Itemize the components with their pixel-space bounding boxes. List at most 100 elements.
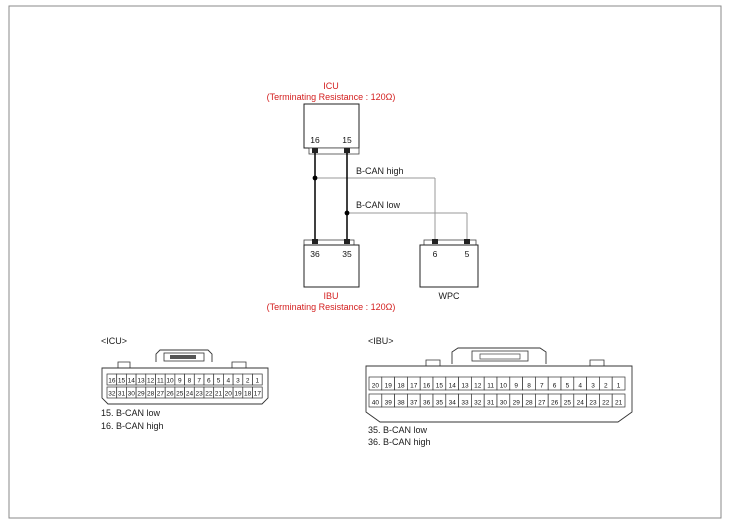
ibu-connector-pin-number-28: 28 [525, 400, 533, 407]
icu-connector-pin-number-17: 17 [254, 391, 262, 398]
splice-can-high [312, 175, 318, 181]
ibu-connector-pin-number-1: 1 [617, 383, 621, 390]
ibu-pin-36-terminal [312, 239, 318, 244]
ibu-connector-pin-number-11: 11 [487, 383, 494, 390]
ibu-connector-pin-number-29: 29 [513, 400, 521, 407]
ibu-connector-pin-number-24: 24 [577, 400, 585, 407]
icu-connector-pin-number-30: 30 [128, 391, 136, 398]
ibu-legend-line-2: 36. B-CAN high [368, 437, 431, 447]
icu-pin-15-label: 15 [342, 135, 352, 145]
icu-connector-pin-number-28: 28 [147, 391, 155, 398]
icu-connector-pin-number-19: 19 [234, 391, 242, 398]
ibu-legend-line-1: 35. B-CAN low [368, 425, 428, 435]
ibu-connector-pin-number-26: 26 [551, 400, 559, 407]
ibu-connector-pin-number-34: 34 [449, 400, 457, 407]
icu-connector-pin-number-15: 15 [118, 378, 126, 385]
ibu-connector-pin-number-27: 27 [538, 400, 546, 407]
ibu-connector-pin-number-18: 18 [397, 383, 405, 390]
icu-connector-pin-number-31: 31 [118, 391, 126, 398]
ibu-connector-pin-number-38: 38 [397, 400, 405, 407]
ibu-connector-pin-number-6: 6 [553, 383, 557, 390]
icu-connector-pin-number-7: 7 [197, 378, 201, 385]
wire-label-can-low: B-CAN low [356, 200, 401, 210]
icu-pin-16-label: 16 [310, 135, 320, 145]
icu-connector-pin-number-32: 32 [108, 391, 116, 398]
icu-connector-pin-number-6: 6 [207, 378, 211, 385]
icu-connector-pin-number-13: 13 [137, 378, 145, 385]
ibu-connector-pin-number-22: 22 [602, 400, 610, 407]
icu-connector-pin-number-14: 14 [128, 378, 136, 385]
ibu-connector-pin-number-4: 4 [578, 383, 582, 390]
ibu-connector-pin-number-23: 23 [589, 400, 597, 407]
icu-connector-pin-number-20: 20 [225, 391, 233, 398]
ibu-connector-pin-number-25: 25 [564, 400, 572, 407]
ibu-connector-pin-number-12: 12 [474, 383, 482, 390]
icu-connector-pin-number-4: 4 [226, 378, 230, 385]
icu-connector-pin-number-1: 1 [256, 378, 260, 385]
icu-legend-line-2: 16. B-CAN high [101, 421, 164, 431]
icu-pin-15-terminal [344, 148, 350, 153]
wire-label-can-high: B-CAN high [356, 166, 404, 176]
icu-connector-pin-number-2: 2 [246, 378, 250, 385]
ibu-connector-pin-number-36: 36 [423, 400, 431, 407]
ibu-connector-pin-number-10: 10 [500, 383, 508, 390]
ibu-pin-35-label: 35 [342, 249, 352, 259]
ibu-connector-pin-number-17: 17 [410, 383, 418, 390]
wpc-pin-5-label: 5 [465, 249, 470, 259]
ibu-connector-pin-number-15: 15 [436, 383, 444, 390]
icu-connector-pin-number-22: 22 [205, 391, 213, 398]
ibu-connector-pin-number-39: 39 [385, 400, 393, 407]
icu-connector-pin-number-5: 5 [217, 378, 221, 385]
icu-module-title: ICU [323, 81, 339, 91]
icu-connector-pin-number-29: 29 [137, 391, 145, 398]
icu-connector-title: <ICU> [101, 336, 127, 346]
ibu-pin-36-label: 36 [310, 249, 320, 259]
ibu-connector-cavity-21 [611, 393, 626, 408]
ibu-connector-cavity-1 [611, 376, 626, 391]
icu-connector-pin-number-27: 27 [157, 391, 165, 398]
icu-connector-pin-number-23: 23 [196, 391, 204, 398]
ibu-connector-pin-number-13: 13 [461, 383, 469, 390]
ibu-connector-pin-number-7: 7 [540, 383, 544, 390]
ibu-connector-pin-number-3: 3 [591, 383, 595, 390]
ibu-module-title: IBU [323, 291, 338, 301]
ibu-module-box [303, 244, 360, 288]
splice-can-low [344, 210, 350, 216]
wpc-pin-5-terminal [464, 239, 470, 244]
icu-connector-pin-number-8: 8 [188, 378, 192, 385]
page-frame [8, 5, 722, 519]
icu-connector-pin-number-10: 10 [166, 378, 174, 385]
ibu-connector-pin-number-35: 35 [436, 400, 444, 407]
wpc-pin-6-terminal [432, 239, 438, 244]
icu-connector-cavity-17 [252, 386, 263, 399]
icu-connector-pin-number-25: 25 [176, 391, 184, 398]
wpc-module-box [419, 244, 479, 288]
ibu-connector-pin-number-32: 32 [474, 400, 482, 407]
icu-connector-pin-number-18: 18 [244, 391, 252, 398]
ibu-connector-pin-number-37: 37 [410, 400, 418, 407]
wpc-module-title: WPC [439, 291, 460, 301]
ibu-connector-pin-number-21: 21 [615, 400, 623, 407]
ibu-pin-35-terminal [344, 239, 350, 244]
icu-connector-pin-number-12: 12 [147, 378, 155, 385]
icu-connector-pin-number-3: 3 [236, 378, 240, 385]
icu-resistance-note: (Terminating Resistance : 120Ω) [267, 92, 396, 102]
icu-connector-pin-number-11: 11 [157, 378, 164, 385]
icu-connector-pin-number-16: 16 [108, 378, 116, 385]
ibu-connector-pin-number-31: 31 [487, 400, 495, 407]
ibu-connector-pin-number-9: 9 [514, 383, 518, 390]
icu-connector-cavity-1 [252, 373, 263, 386]
ibu-connector-pin-number-20: 20 [372, 383, 380, 390]
ibu-connector-pin-number-5: 5 [566, 383, 570, 390]
icu-connector-pin-number-21: 21 [215, 391, 223, 398]
icu-legend-line-1: 15. B-CAN low [101, 408, 161, 418]
ibu-connector-title: <IBU> [368, 336, 394, 346]
ibu-connector-pin-number-33: 33 [461, 400, 469, 407]
icu-connector-pin-number-9: 9 [178, 378, 182, 385]
ibu-connector-pin-number-2: 2 [604, 383, 608, 390]
ibu-resistance-note: (Terminating Resistance : 120Ω) [267, 302, 396, 312]
icu-connector-strip [308, 147, 360, 155]
icu-connector-pin-number-24: 24 [186, 391, 194, 398]
